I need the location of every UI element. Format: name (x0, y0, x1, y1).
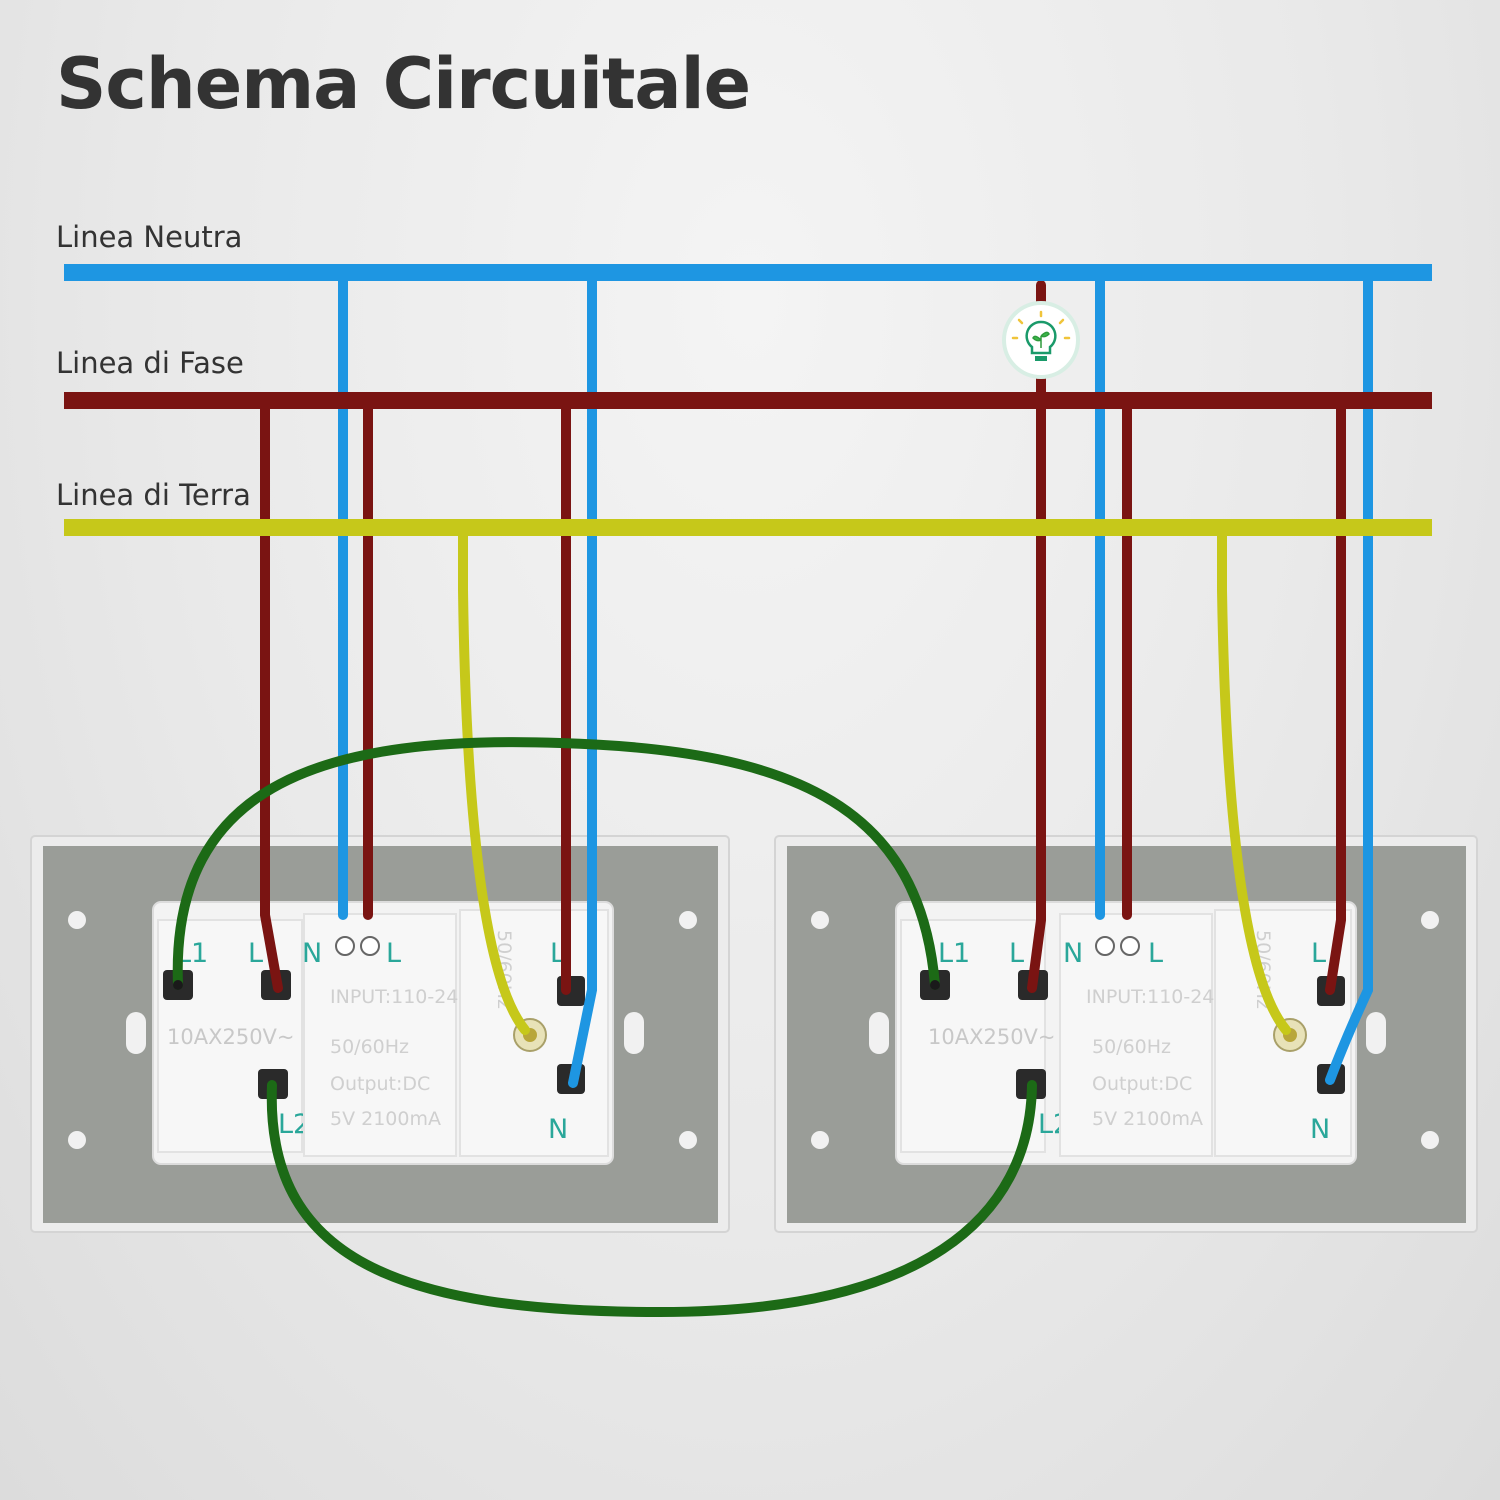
screw-hole (1421, 1131, 1439, 1149)
switch-rating: 10AX250V~ (928, 1025, 1056, 1049)
phase-wire (1325, 395, 1346, 995)
wall-plate-1: L1 L 10AX250V~ L2 N L INPUT:110-240V~ 50… (30, 835, 730, 1233)
terminal-l-label: L (248, 938, 263, 969)
screw-hole (679, 911, 697, 929)
usb-module: N L INPUT:110-240V~ 50/60Hz Output:DC 5V… (1059, 913, 1255, 1157)
switch-rating: 10AX250V~ (167, 1025, 295, 1049)
usb-output-type: Output:DC (1092, 1073, 1192, 1095)
traveler-wire-l2 (266, 1080, 1037, 1318)
usb-terminal-screw (1120, 936, 1140, 956)
usb-module: N L INPUT:110-240V~ 50/60Hz Output:DC 5V… (302, 913, 499, 1157)
earth-bus (64, 519, 1432, 536)
usb-terminal-n-label: N (302, 938, 322, 969)
neutral-wire (568, 267, 597, 1088)
usb-terminal-screw (360, 936, 380, 956)
earth-line-label: Linea di Terra (56, 478, 251, 512)
mount-slot (1366, 1012, 1386, 1054)
usb-output-type: Output:DC (330, 1073, 430, 1095)
wire-terminal-dot (930, 980, 940, 990)
socket-side-text: 50/60Hz (493, 930, 515, 1009)
mount-slot (126, 1012, 146, 1054)
earth-wire (1217, 523, 1291, 1035)
switch-body (900, 919, 1046, 1153)
mount-slot (624, 1012, 644, 1054)
usb-output-spec: 5V 2100mA (330, 1108, 441, 1130)
terminal-l1-label: L1 (938, 938, 970, 969)
wall-plate-2: L1 L 10AX250V~ L2 N L INPUT:110-240V~ 50… (774, 835, 1478, 1233)
phase-wire (260, 395, 283, 993)
wire-terminal-dot (173, 980, 183, 990)
usb-terminal-l-label: L (1148, 938, 1163, 969)
usb-body (303, 913, 457, 1157)
usb-terminal-screw (1095, 936, 1115, 956)
phase-bus (64, 392, 1432, 409)
socket-terminal-n-label: N (1310, 1114, 1330, 1145)
wires (172, 267, 1373, 1318)
neutral-wire (1325, 267, 1373, 1085)
page-title: Schema Circuitale (56, 43, 750, 125)
usb-input-spec: INPUT:110-240V~ (330, 986, 499, 1008)
bus-lines: Linea Neutra Linea di Fase Linea di Terr… (56, 220, 1432, 536)
phase-wire (1027, 280, 1046, 993)
mount-slot (869, 1012, 889, 1054)
socket-terminal-n-label: N (548, 1114, 568, 1145)
screw-hole (811, 911, 829, 929)
usb-output-spec: 5V 2100mA (1092, 1108, 1203, 1130)
screw-hole (811, 1131, 829, 1149)
screw-hole (68, 1131, 86, 1149)
usb-input-spec: INPUT:110-240V~ (1086, 986, 1255, 1008)
neutral-line-label: Linea Neutra (56, 220, 242, 254)
terminal-l-label: L (1009, 938, 1024, 969)
usb-terminal-l-label: L (386, 938, 401, 969)
usb-frequency: 50/60Hz (1092, 1036, 1171, 1058)
usb-frequency: 50/60Hz (330, 1036, 409, 1058)
lamp (1002, 301, 1080, 379)
screw-hole (68, 911, 86, 929)
earth-wire (458, 523, 530, 1035)
lightbulb-icon (1011, 310, 1071, 361)
usb-terminal-n-label: N (1063, 938, 1083, 969)
screw-hole (679, 1131, 697, 1149)
usb-body (1059, 913, 1213, 1157)
screw-hole (1421, 911, 1439, 929)
usb-terminal-screw (335, 936, 355, 956)
phase-line-label: Linea di Fase (56, 346, 244, 380)
neutral-bus (64, 264, 1432, 281)
traveler-wire-l1 (172, 737, 940, 990)
socket-terminal-l-label: L (1311, 938, 1326, 969)
